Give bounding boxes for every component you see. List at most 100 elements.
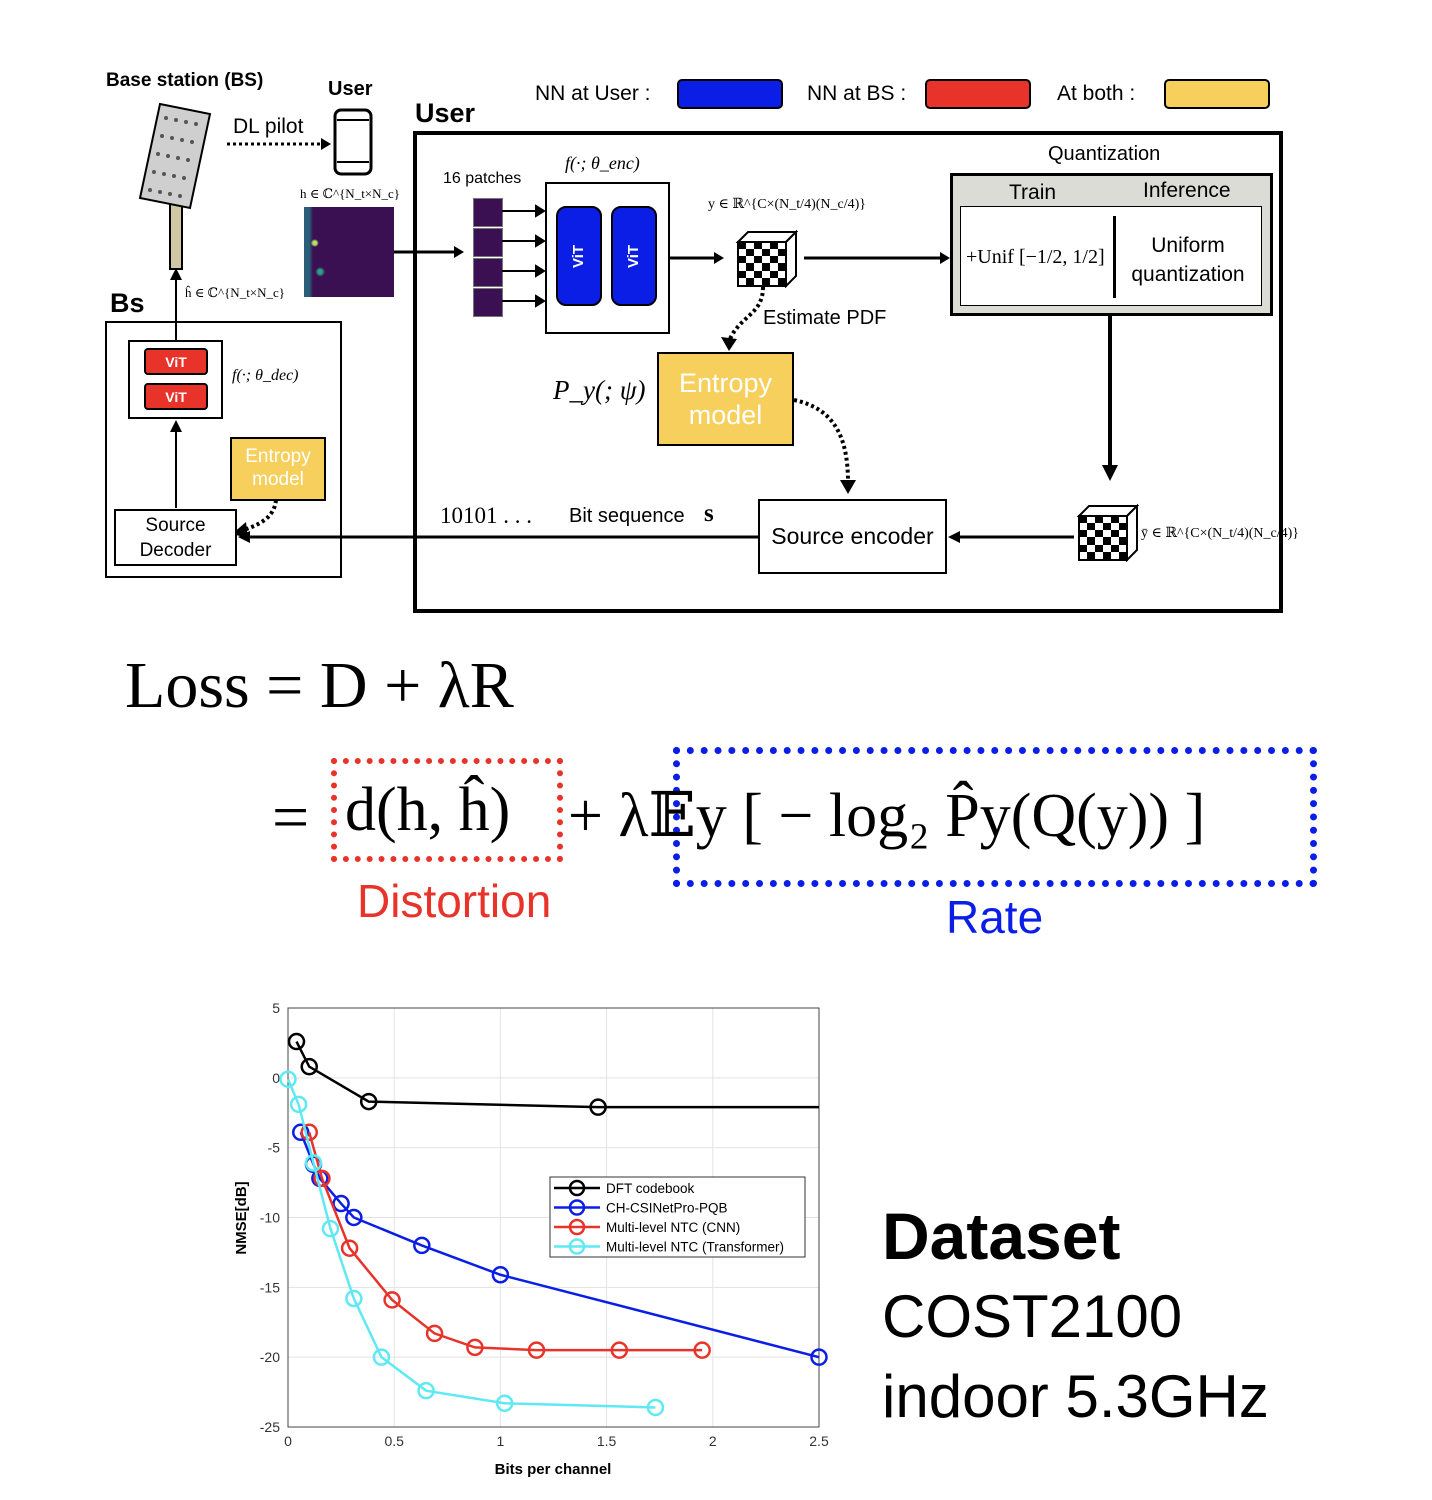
user-box-title: User (415, 98, 476, 128)
y-label: y ∈ ℝ^{C×(N_t/4)(N_c/4)} (708, 197, 866, 212)
quantization-down-arrow (1102, 315, 1118, 481)
uniform-quantization-line2: quantization (1131, 263, 1245, 287)
quantization-inner-box (960, 206, 1262, 306)
plot-area (287, 1007, 820, 1428)
loss-line-1: Loss = D + λR (125, 649, 514, 722)
py-label: P_y(; ψ) (553, 375, 646, 405)
bs-box-title: Bs (110, 288, 145, 318)
y-tick-label: -5 (268, 1140, 281, 1156)
series-point (425, 1324, 444, 1343)
series-point (466, 1338, 484, 1357)
quantization-inference-label: Inference (1143, 179, 1231, 202)
encoder-vit-2: ViT (611, 206, 657, 306)
phone-icon (333, 108, 373, 176)
distortion-term: d(h, ĥ) (345, 776, 511, 844)
entropy-to-encoder-arrow (793, 398, 856, 494)
series-point (291, 1123, 310, 1142)
y-tick-label: -20 (260, 1349, 280, 1365)
entropy-model-line1: Entropy (678, 367, 773, 398)
series-line (308, 1131, 703, 1352)
phone-user-label: User (328, 78, 373, 100)
series-point (345, 1208, 363, 1227)
estimate-pdf-arrow (721, 286, 765, 351)
series-point (417, 1381, 435, 1400)
ybar-to-encoder-arrow (948, 531, 1074, 543)
legend-entry: Multi-level NTC (Transformer) (606, 1240, 784, 1255)
ybar-label: ȳ ∈ ℝ^{C×(N_t/4)(N_c/4)} (1141, 526, 1299, 541)
y-to-quantization-arrow (804, 252, 950, 264)
y-tick-label: 5 (272, 1000, 280, 1016)
bs-entropy-to-decoder-arrow (232, 499, 278, 538)
rate-box (673, 747, 1317, 887)
base-station-icon (138, 102, 212, 270)
entropy-model-bs-line1: Entropy (245, 446, 311, 468)
uniform-quantization-line1: Uniform (1151, 234, 1225, 257)
legend-entry: CH-CSINetPro-PQB (606, 1201, 728, 1216)
source-decoder-box: Source Decoder (114, 509, 237, 566)
legend-bs-label: NN at BS : (807, 82, 907, 105)
x-tick-label: 1 (497, 1433, 505, 1449)
series-line (286, 1078, 656, 1409)
user-box (413, 131, 1283, 613)
quantization-train-formula: +Unif [−1/2, 1/2] (966, 246, 1105, 268)
dl-pilot-arrow (227, 138, 331, 150)
legend-marker (568, 1199, 586, 1216)
quantization-title: Quantization (1048, 143, 1161, 165)
bit-sequence-value: 10101 . . . (440, 503, 532, 528)
source-decoder-line1: Source (145, 515, 206, 536)
series-point (300, 1123, 318, 1142)
series-point (610, 1341, 629, 1359)
bs-box (105, 321, 342, 578)
source-decoder-to-decoder-arrow (170, 420, 182, 508)
entropy-model-bs: Entropy model (230, 437, 326, 501)
entropy-model-line2: model (688, 400, 763, 430)
hhat-label: ĥ ∈ ℂ^{N_t×N_c} (185, 285, 286, 300)
legend-entry: Multi-level NTC (CNN) (606, 1220, 740, 1235)
x-axis-label: Bits per channel (495, 1461, 612, 1478)
patch (473, 228, 503, 257)
decoder-vit-2: ViT (144, 383, 208, 410)
source-encoder-label: Source encoder (771, 523, 934, 549)
series-point (383, 1291, 401, 1309)
estimate-pdf-label: Estimate PDF (763, 307, 887, 329)
legend-both-swatch (1164, 79, 1270, 109)
legend-box (549, 1176, 806, 1258)
rate-label: Rate (946, 891, 1044, 943)
series-point (313, 1169, 331, 1188)
patch-arrows (502, 204, 546, 308)
x-tick-label: 2 (709, 1433, 717, 1449)
series-point (693, 1341, 711, 1359)
quantized-cube-icon (1076, 503, 1139, 562)
chart-series (279, 1032, 828, 1417)
latent-cube-icon (735, 229, 798, 288)
series-point (589, 1098, 607, 1116)
source-encoder-box: Source encoder (758, 499, 947, 574)
channel-matrix-image (304, 207, 394, 297)
quantization-divider (1113, 216, 1116, 298)
dataset-line2: indoor 5.3GHz (882, 1363, 1269, 1430)
encoder-to-y-arrow (670, 252, 724, 264)
series-point (810, 1348, 828, 1366)
patch (473, 288, 503, 317)
series-point (279, 1070, 297, 1088)
encoder-vit-1: ViT (556, 206, 602, 306)
source-decoder-line2: Decoder (139, 539, 212, 561)
dl-pilot-label: DL pilot (233, 115, 304, 138)
series-point (300, 1057, 318, 1076)
dataset-line1: COST2100 (882, 1283, 1183, 1350)
series-point (289, 1095, 308, 1114)
rate-term: + λ𝔼y [ − log₂ P̂y(Q(y)) ] (568, 782, 1206, 850)
loss-line-2-prefix: = (272, 781, 310, 854)
x-tick-label: 0.5 (384, 1433, 404, 1449)
encoder-label: f(·; θ_enc) (565, 153, 640, 173)
y-tick-label: -10 (260, 1210, 280, 1226)
series-point (527, 1341, 546, 1359)
dataset-title: Dataset (882, 1199, 1121, 1273)
x-tick-label: 0 (284, 1433, 292, 1449)
legend-bs-swatch (925, 79, 1031, 109)
patch (473, 258, 503, 287)
entropy-model-bs-line2: model (252, 469, 304, 490)
series-point (287, 1032, 306, 1051)
